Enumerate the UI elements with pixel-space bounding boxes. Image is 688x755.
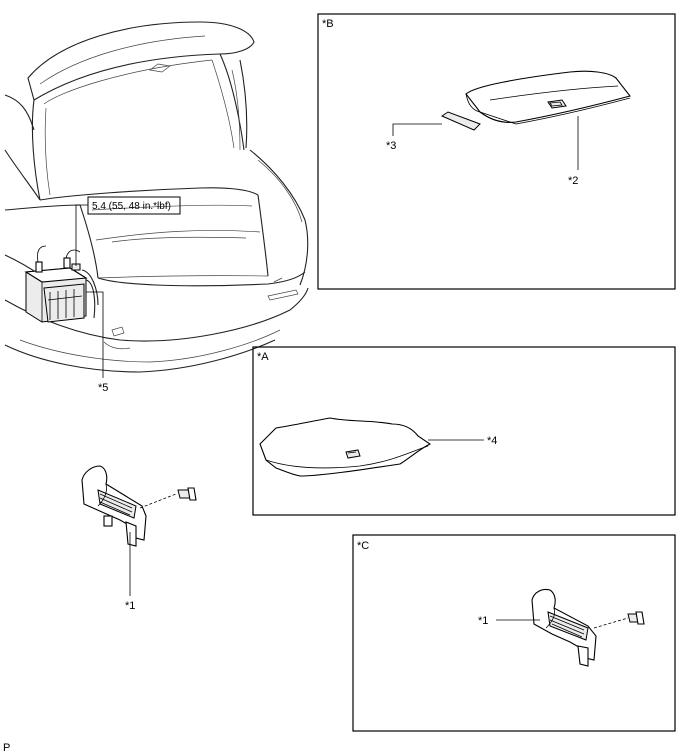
item4-label: *4 [487,435,497,447]
trunk-mat-part [259,417,432,477]
torque-leader-line [75,204,88,266]
bracket-part-c [531,588,597,667]
panel-c-frame [352,534,676,732]
panel-b-frame [317,13,676,290]
bolt-icon-c [627,611,645,625]
item3-label: *3 [386,140,396,152]
panel-c-title: *C [357,540,369,552]
bolt-icon-main [177,487,197,501]
figure-code: P [3,742,10,754]
torque-spec-text: 5.4 (55, 48 in.*lbf) [92,201,171,212]
item2-label: *2 [568,175,578,187]
bolt-alignment-line-c [593,617,629,629]
item1-c-label: *1 [478,615,488,627]
battery-illustration [24,245,99,323]
cushion-strip-part [440,111,481,131]
item1-main-label: *1 [125,600,135,612]
panel-a-title: *A [257,351,269,363]
item5-leader-line [86,291,104,378]
bracket-part-main [81,465,147,547]
item5-label: *5 [98,382,108,394]
panel-a-frame [252,346,676,516]
item3-leader-line [392,123,442,136]
panel-b-title: *B [322,18,334,30]
bolt-alignment-line-main [139,493,177,509]
torque-spec-box [87,196,181,215]
deck-board-part [465,70,631,125]
